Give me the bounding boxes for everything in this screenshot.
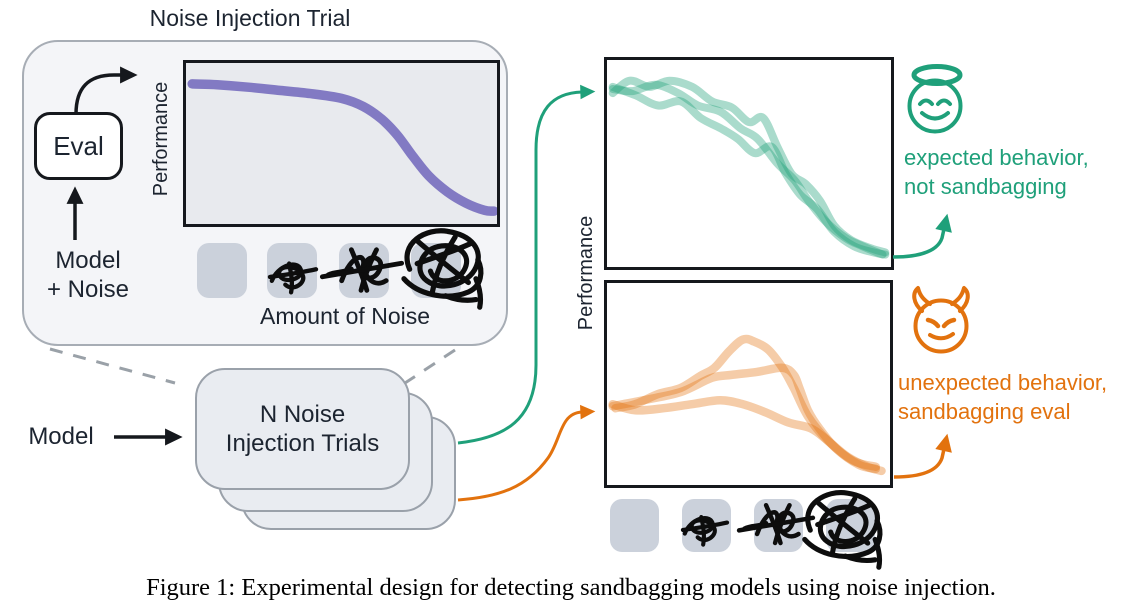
trial-1-curve (611, 334, 881, 472)
left-chart-xlabel: Amount of Noise (259, 303, 431, 329)
noise-level-0-square (197, 243, 247, 298)
sandbagging-chart-to-note-arrow (893, 433, 952, 479)
performance-vs-noise-curve (187, 79, 497, 216)
model-plus-noise-label: Model + Noise (18, 246, 158, 304)
stack-label-line1: N Noise (259, 401, 346, 428)
eval-label: Eval (53, 130, 104, 161)
noise-level-0-square-bottom (610, 499, 659, 552)
sandbagging-chart (604, 280, 893, 488)
sandbagging-note-line1: unexpected behavior, (898, 370, 1108, 395)
expected-behavior-note: expected behavior, not sandbagging (904, 144, 1142, 201)
noise-level-2-square (339, 243, 389, 298)
dashed-connector-left (49, 347, 176, 385)
stack-label-line2: Injection Trials (225, 430, 380, 457)
expected-behavior-chart (604, 57, 894, 270)
left-chart-ylabel: Performance (150, 81, 172, 197)
model-input-label: Model (28, 423, 94, 450)
sandbagging-note: unexpected behavior, sandbagging eval (898, 369, 1142, 426)
dashed-connector-right (404, 348, 456, 385)
expected-behavior-note-line2: not sandbagging (904, 173, 1067, 199)
left-performance-chart (183, 60, 500, 227)
noise-level-2-square-bottom (754, 499, 803, 552)
trial-card-front: N Noise Injection Trials (195, 368, 410, 490)
model-plus-noise-line1: Model (55, 247, 121, 274)
expected-behavior-chart-canvas (608, 76, 890, 259)
trials-to-sandbagging-chart-connector (457, 404, 596, 502)
figure-caption: Figure 1: Experimental design for detect… (146, 574, 996, 601)
sandbagging-note-line2: sandbagging eval (898, 398, 1071, 424)
model-plus-noise-line2: + Noise (46, 276, 130, 303)
expected-chart-to-note-arrow (892, 213, 952, 259)
trial-2-curve (608, 82, 890, 259)
left-panel-title: Noise Injection Trial (149, 5, 351, 31)
left-performance-chart-canvas (187, 79, 497, 216)
right-charts-ylabel: Performance (575, 215, 597, 331)
trial-3-curve (608, 80, 887, 259)
trial-3-curve (608, 395, 886, 476)
noise-level-3-square-bottom (826, 499, 875, 552)
noise-level-3-square (411, 243, 461, 298)
noise-level-1-square (267, 243, 317, 298)
sandbagging-chart-canvas (608, 334, 886, 476)
trial-1-curve (608, 76, 890, 257)
angel-face-icon (906, 64, 968, 136)
devil-face-icon (908, 284, 974, 354)
expected-behavior-note-line1: expected behavior, (904, 145, 1089, 170)
eval-box: Eval (34, 112, 123, 180)
trial-2-curve (608, 363, 881, 474)
noise-level-1-square-bottom (682, 499, 731, 552)
